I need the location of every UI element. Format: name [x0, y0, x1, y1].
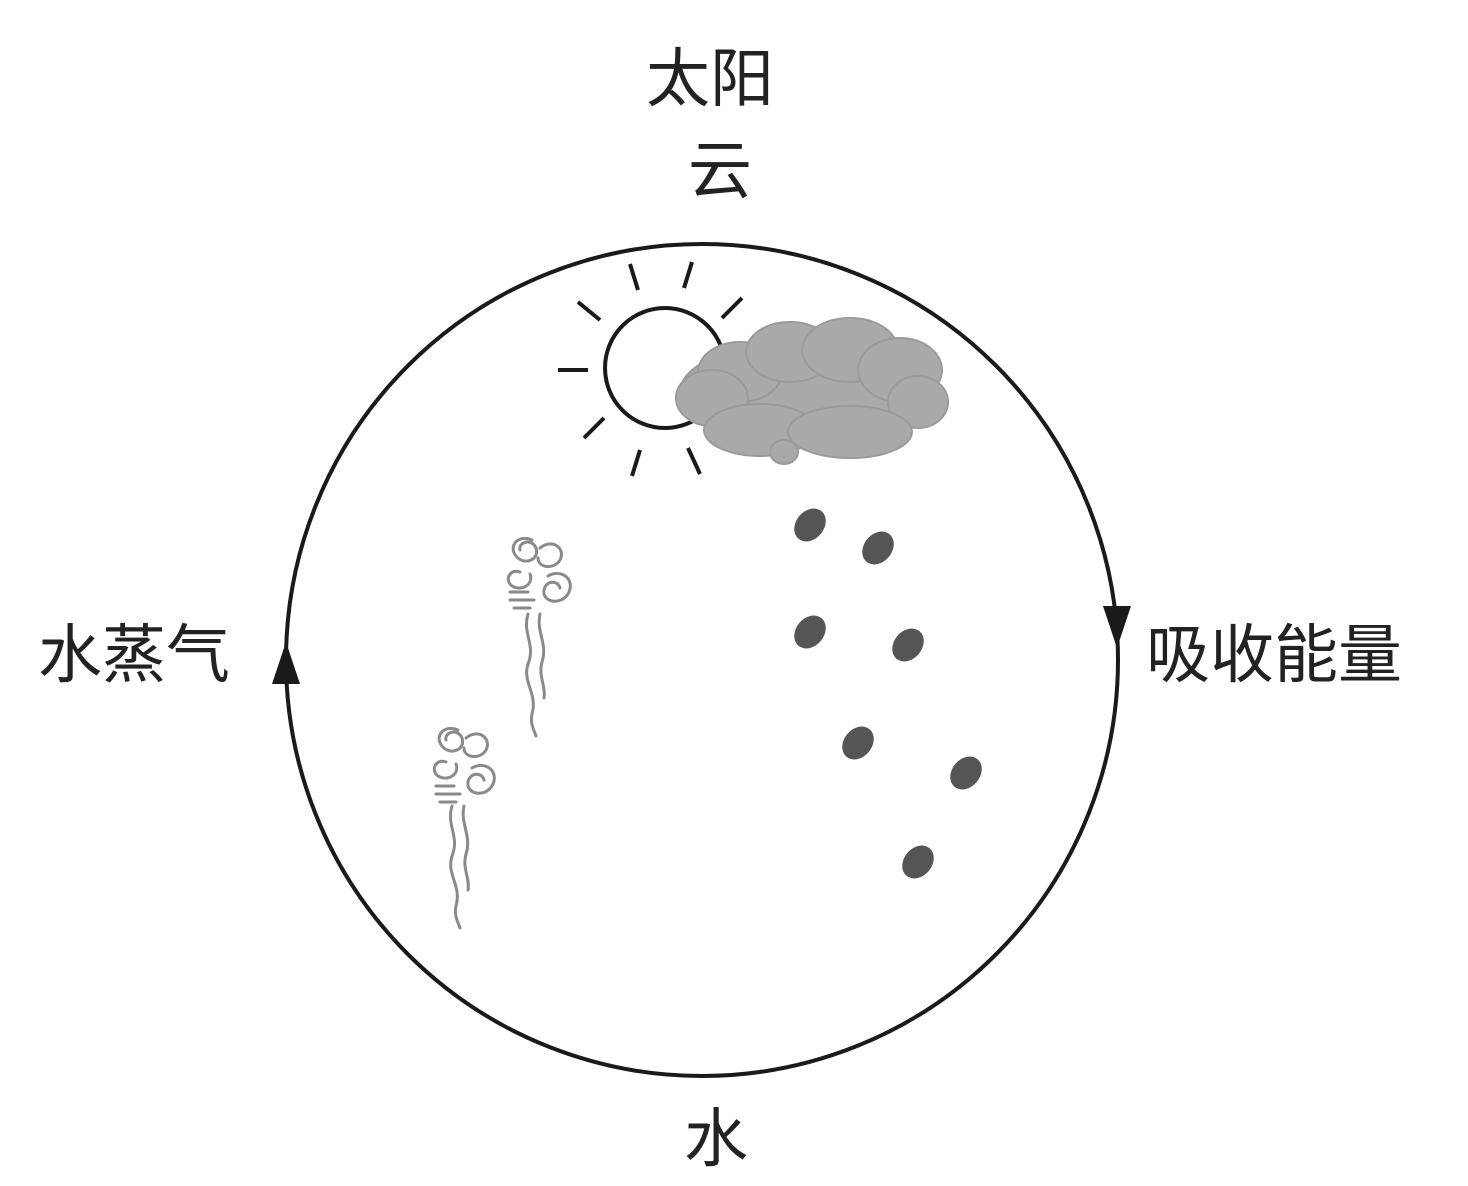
arrow-down-right: [1103, 606, 1131, 648]
steam-icon: [506, 537, 572, 738]
raindrop-icon: [950, 756, 982, 790]
raindrop-icon: [794, 615, 826, 649]
arrow-up-left: [272, 642, 300, 684]
label-absorb-energy: 吸收能量: [1146, 619, 1402, 693]
raindrops: [794, 508, 982, 879]
raindrop-icon: [892, 628, 924, 662]
label-water-vapor: 水蒸气: [38, 619, 230, 693]
label-water: 水: [684, 1103, 748, 1177]
raindrop-icon: [794, 508, 826, 542]
cloud-icon: [675, 317, 949, 465]
label-cloud: 云: [688, 135, 752, 209]
raindrop-icon: [842, 726, 874, 760]
raindrop-icon: [902, 845, 934, 879]
label-sun: 太阳: [646, 43, 774, 117]
raindrop-icon: [862, 531, 894, 565]
steam-icon: [432, 727, 496, 930]
